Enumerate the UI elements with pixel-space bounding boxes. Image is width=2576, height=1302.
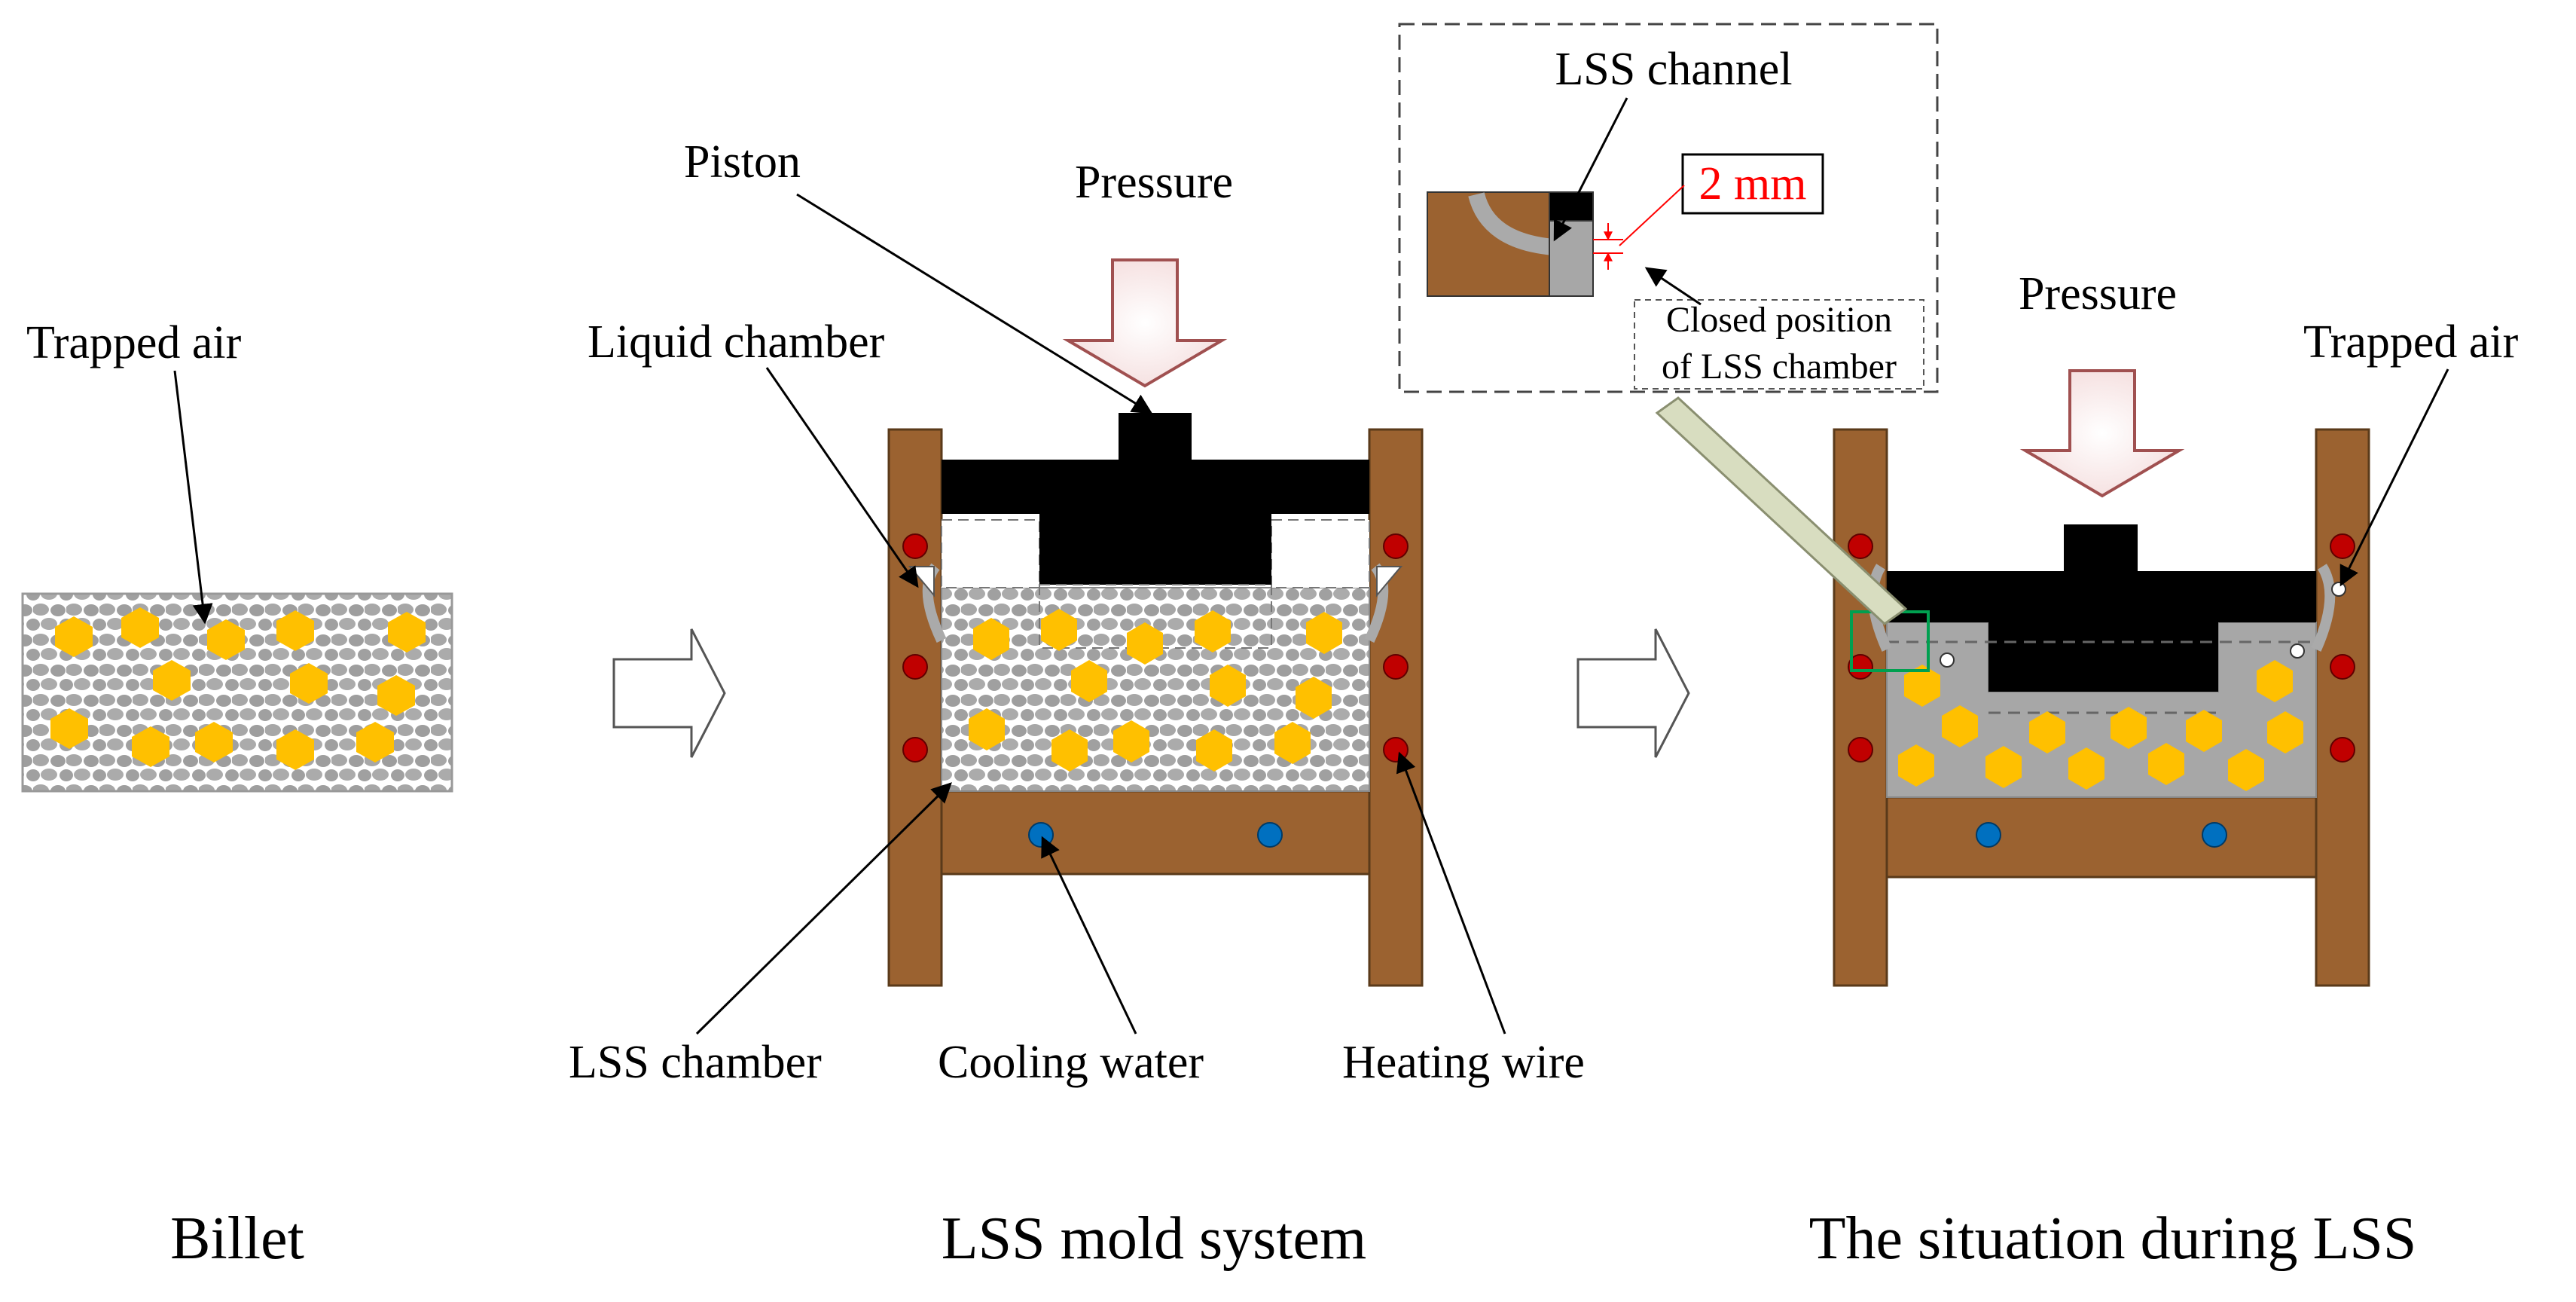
mold-particles <box>969 609 1342 772</box>
mold-liquid-chamber-label: Liquid chamber <box>588 316 885 368</box>
mold-lss-chamber-leader <box>695 782 952 1035</box>
during-lss-caption: The situation during LSS <box>1809 1206 2417 1272</box>
mold-liquid-chamber-right <box>1271 519 1370 588</box>
lss-cooling-water <box>1976 822 2227 848</box>
billet-trapped-air-leader <box>173 370 213 625</box>
mold-cooling-water-label: Cooling water <box>938 1037 1204 1088</box>
lss-particles <box>1898 660 2303 791</box>
lss-base <box>1885 796 2318 879</box>
inset-dimension-label: 2 mm <box>1699 158 1807 209</box>
mold-right-wall <box>1368 428 1424 987</box>
inset-group: LSS channel 2 mm Closed position of LSS … <box>1398 23 1939 393</box>
inset-connector <box>1655 396 1908 625</box>
billet-trapped-air-label: Trapped air <box>26 317 242 368</box>
lss-channel-right <box>2311 564 2336 652</box>
billet-group: Trapped air Billet <box>21 317 453 1272</box>
mold-system-caption: LSS mold system <box>942 1206 1367 1272</box>
mold-piston-label: Piston <box>684 136 801 188</box>
lss-left-wall <box>1833 428 1888 987</box>
inset-channel-leader <box>1553 97 1628 242</box>
inset-dimension-leader <box>1619 185 1685 246</box>
mold-pressure-arrow <box>1062 258 1228 388</box>
during-lss-group: Pressure Trapped air The situation durin… <box>1809 268 2519 1272</box>
mold-lss-chamber-right <box>1376 566 1403 598</box>
mold-piston <box>942 413 1369 585</box>
mold-base <box>940 790 1371 876</box>
mold-lss-chamber-label: LSS chamber <box>569 1037 822 1088</box>
mold-heating-wire-label: Heating wire <box>1342 1037 1585 1088</box>
mold-left-wall <box>887 428 943 987</box>
inset-closed-position-line2: of LSS chamber <box>1662 347 1897 387</box>
lss-heating-wires <box>1848 533 2355 763</box>
lss-right-wall <box>2315 428 2370 987</box>
process-arrow-1 <box>612 628 726 758</box>
lss-pressure-label: Pressure <box>2019 268 2177 319</box>
inset-closed-position-leader <box>1644 267 1702 306</box>
inset-dimension-box <box>1681 153 1824 215</box>
lss-pressure-arrow <box>2019 369 2185 498</box>
mold-piston-travel-outline <box>1039 584 1272 649</box>
inset-closed-position-box <box>1634 299 1924 390</box>
mold-liquid-chamber-left <box>941 519 1040 588</box>
process-arrow-2 <box>1576 628 1690 758</box>
inset-channel-curve <box>1468 191 1555 255</box>
lss-trapped-air-label: Trapped air <box>2303 316 2519 368</box>
mold-cooling-water-leader <box>1041 836 1137 1035</box>
billet-caption: Billet <box>170 1206 304 1272</box>
lss-trapped-air-leader <box>2339 368 2449 587</box>
billet-particles <box>50 607 426 770</box>
lss-piston <box>1887 524 2316 692</box>
mold-heating-wire-leader <box>1396 751 1506 1035</box>
mold-piston-leader <box>796 193 1153 414</box>
inset-channel-label: LSS channel <box>1555 44 1792 95</box>
mold-system-group: Pressure Piston Liquid chamber LSS chamb… <box>569 136 1585 1272</box>
mold-pressure-label: Pressure <box>1075 157 1233 208</box>
inset-chamber-block <box>1549 220 1594 297</box>
inset-closed-position-line1: Closed position <box>1666 300 1892 340</box>
mold-liquid-chamber-leader <box>765 367 919 588</box>
